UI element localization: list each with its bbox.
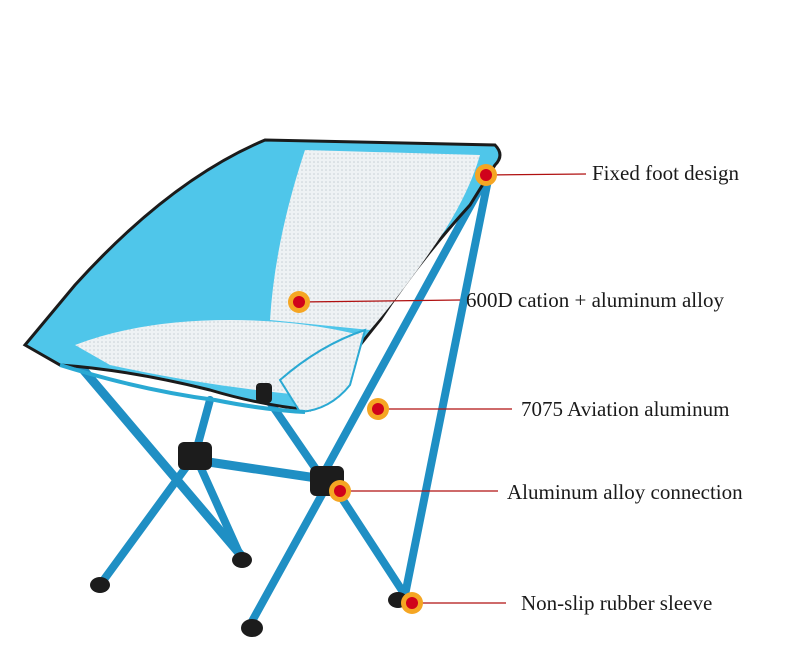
front-left-leg bbox=[96, 451, 199, 589]
callout-markers bbox=[288, 164, 497, 614]
seat-joint bbox=[256, 383, 272, 403]
front-right-leg bbox=[401, 166, 494, 599]
callout-label-fabric: 600D cation + aluminum alloy bbox=[466, 288, 724, 312]
leader-line-2 bbox=[298, 299, 461, 303]
callout-marker-1 bbox=[475, 164, 497, 186]
back-strut bbox=[316, 166, 494, 484]
center-leg bbox=[191, 451, 244, 559]
rear-left-leg bbox=[70, 355, 250, 565]
foot-3 bbox=[241, 619, 263, 637]
side-pocket bbox=[278, 328, 367, 414]
back-mesh bbox=[270, 150, 480, 330]
callout-label-fixed-foot: Fixed foot design bbox=[592, 161, 739, 185]
callout-marker-4 bbox=[329, 480, 351, 502]
callout-marker-3 bbox=[367, 398, 389, 420]
cross-bar bbox=[190, 455, 335, 485]
left-joint bbox=[178, 442, 212, 470]
foot-2 bbox=[232, 552, 252, 568]
leader-lines bbox=[298, 173, 587, 604]
seat-bottom-edge bbox=[59, 363, 306, 414]
callout-label-rubber-sleeve: Non-slip rubber sleeve bbox=[521, 591, 713, 615]
leader-line-1 bbox=[485, 173, 587, 176]
feet bbox=[90, 552, 408, 637]
callout-label-aviation-aluminum: 7075 Aviation aluminum bbox=[521, 397, 730, 421]
chair-seat bbox=[22, 138, 502, 414]
callout-marker-5 bbox=[401, 592, 423, 614]
callout-marker-2 bbox=[288, 291, 310, 313]
front-leg-long bbox=[246, 476, 334, 629]
foot-1 bbox=[90, 577, 110, 593]
callout-label-connection: Aluminum alloy connection bbox=[507, 480, 743, 504]
